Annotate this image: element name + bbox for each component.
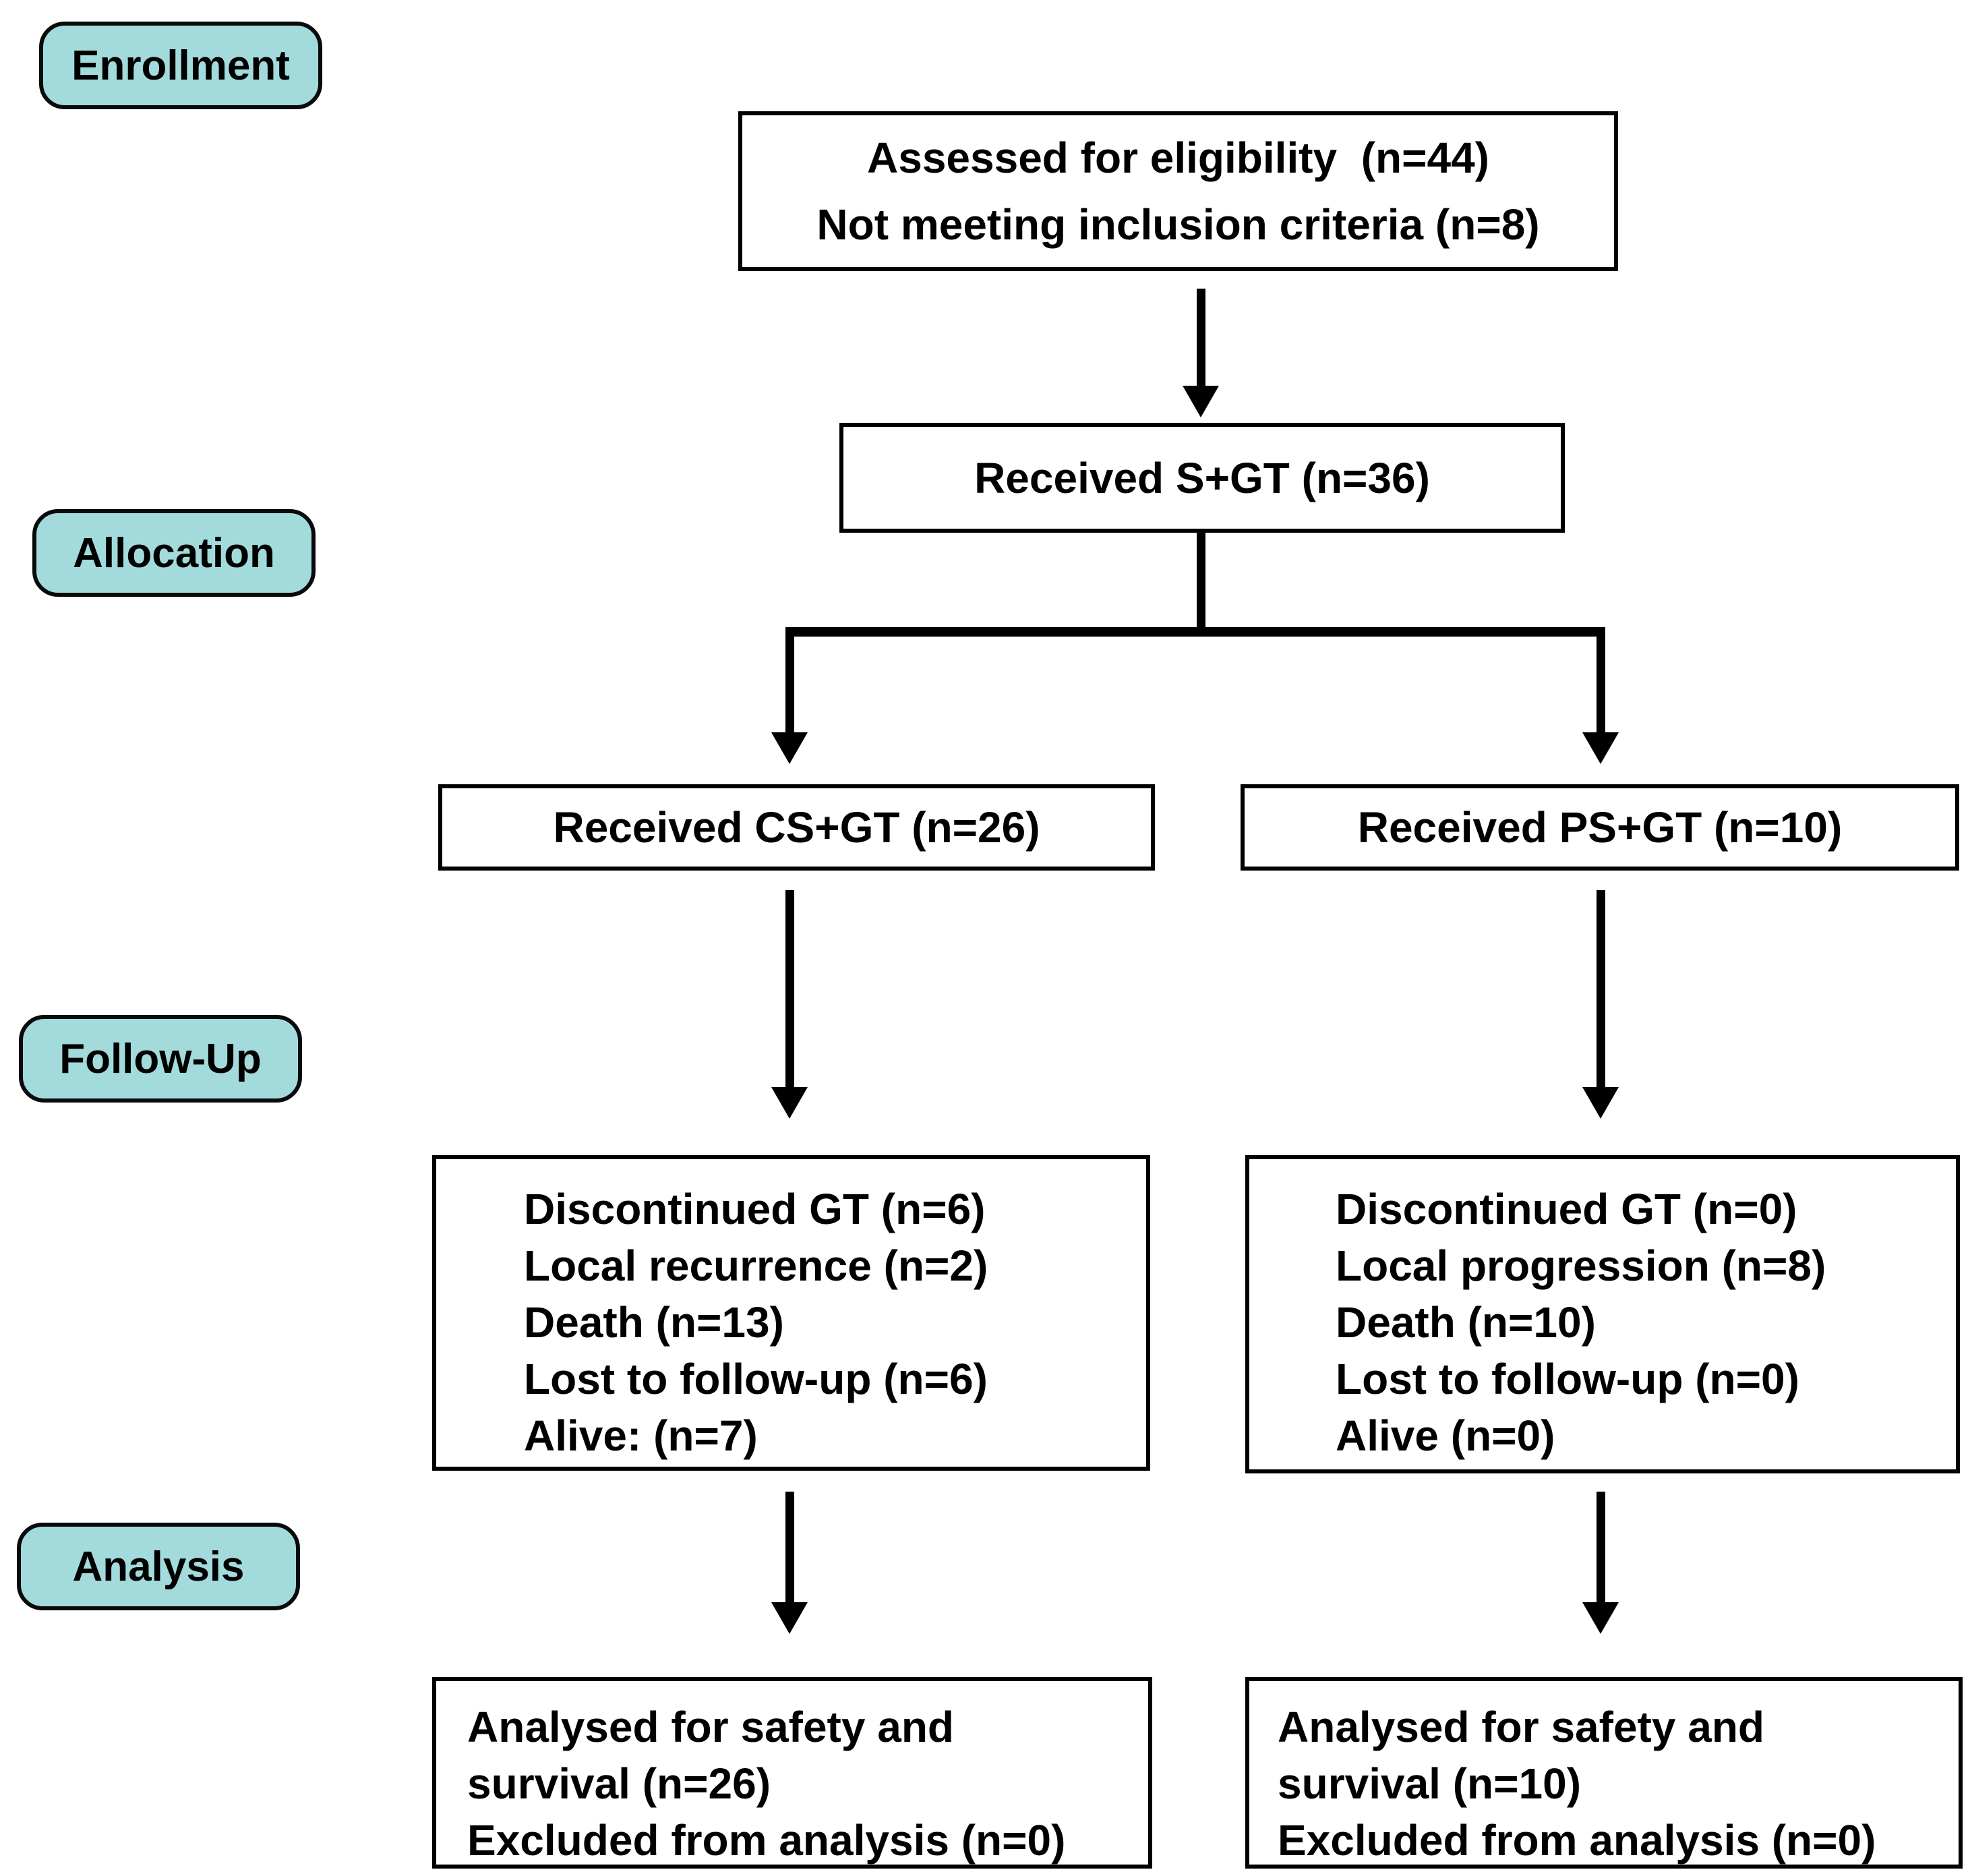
stage-label-followup-text: Follow-Up bbox=[59, 1035, 262, 1082]
followup-psgt-line-1: Discontinued GT (n=0) bbox=[1336, 1185, 1797, 1233]
not-meeting-criteria-line: Not meeting inclusion criteria (n=8) bbox=[816, 200, 1540, 250]
followup-csgt-line-5: Alive: (n=7) bbox=[524, 1411, 758, 1460]
analysis-psgt-line-1: Analysed for safety and bbox=[1278, 1703, 1764, 1751]
arrow-csgt-to-followup-head bbox=[771, 1087, 808, 1119]
received-sgt-text: Received S+GT (n=36) bbox=[974, 453, 1430, 502]
arrow-followup-to-analysis-right-head bbox=[1582, 1602, 1619, 1634]
stage-label-enrollment: Enrollment bbox=[39, 22, 322, 109]
arrow-followup-to-analysis-left-shaft bbox=[785, 1492, 794, 1605]
box-received-csgt: Received CS+GT (n=26) bbox=[438, 784, 1155, 871]
box-analysis-csgt: Analysed for safety and survival (n=26) … bbox=[432, 1677, 1152, 1869]
arrow-followup-to-analysis-right-shaft bbox=[1597, 1492, 1605, 1605]
stage-label-analysis-text: Analysis bbox=[72, 1543, 245, 1590]
stage-label-allocation: Allocation bbox=[32, 509, 316, 597]
box-received-psgt: Received PS+GT (n=10) bbox=[1241, 784, 1959, 871]
followup-csgt-line-3: Death (n=13) bbox=[524, 1298, 784, 1347]
box-received-sgt: Received S+GT (n=36) bbox=[839, 423, 1565, 533]
followup-psgt-line-5: Alive (n=0) bbox=[1336, 1411, 1555, 1460]
followup-psgt-line-2: Local progression (n=8) bbox=[1336, 1241, 1826, 1290]
stage-label-allocation-text: Allocation bbox=[73, 529, 275, 577]
stage-label-enrollment-text: Enrollment bbox=[71, 42, 290, 89]
box-followup-psgt: Discontinued GT (n=0) Local progression … bbox=[1245, 1155, 1960, 1473]
box-assessed-eligibility: Assessed for eligibility (n=44) Not meet… bbox=[738, 111, 1618, 271]
analysis-psgt-line-3: Excluded from analysis (n=0) bbox=[1278, 1816, 1876, 1865]
arrow-csgt-to-followup-shaft bbox=[785, 890, 794, 1089]
arrow-eligibility-to-sgt-shaft bbox=[1197, 289, 1205, 390]
branch-right-shaft bbox=[1597, 627, 1605, 735]
stage-label-followup: Follow-Up bbox=[19, 1015, 302, 1103]
followup-csgt-line-2: Local recurrence (n=2) bbox=[524, 1241, 988, 1290]
branch-right-arrow-head bbox=[1582, 732, 1619, 764]
followup-csgt-line-4: Lost to follow-up (n=6) bbox=[524, 1355, 988, 1403]
stage-label-analysis: Analysis bbox=[17, 1523, 300, 1610]
box-analysis-psgt: Analysed for safety and survival (n=10) … bbox=[1245, 1677, 1963, 1869]
analysis-csgt-line-2: survival (n=26) bbox=[467, 1759, 771, 1808]
assessed-eligibility-line: Assessed for eligibility (n=44) bbox=[867, 133, 1489, 182]
arrow-psgt-to-followup-shaft bbox=[1597, 890, 1605, 1089]
received-psgt-text: Received PS+GT (n=10) bbox=[1357, 803, 1843, 852]
branch-stem bbox=[1197, 533, 1205, 632]
arrow-eligibility-to-sgt-head bbox=[1183, 386, 1219, 417]
branch-left-arrow-head bbox=[771, 732, 808, 764]
followup-psgt-line-4: Lost to follow-up (n=0) bbox=[1336, 1355, 1799, 1403]
branch-bar bbox=[785, 627, 1605, 637]
box-followup-csgt: Discontinued GT (n=6) Local recurrence (… bbox=[432, 1155, 1150, 1471]
analysis-csgt-line-3: Excluded from analysis (n=0) bbox=[467, 1816, 1066, 1865]
analysis-psgt-line-2: survival (n=10) bbox=[1278, 1759, 1581, 1808]
followup-psgt-line-3: Death (n=10) bbox=[1336, 1298, 1596, 1347]
arrow-followup-to-analysis-left-head bbox=[771, 1602, 808, 1634]
branch-left-shaft bbox=[785, 627, 794, 735]
arrow-psgt-to-followup-head bbox=[1582, 1087, 1619, 1119]
followup-csgt-line-1: Discontinued GT (n=6) bbox=[524, 1185, 986, 1233]
analysis-csgt-line-1: Analysed for safety and bbox=[467, 1703, 954, 1751]
received-csgt-text: Received CS+GT (n=26) bbox=[553, 803, 1040, 852]
